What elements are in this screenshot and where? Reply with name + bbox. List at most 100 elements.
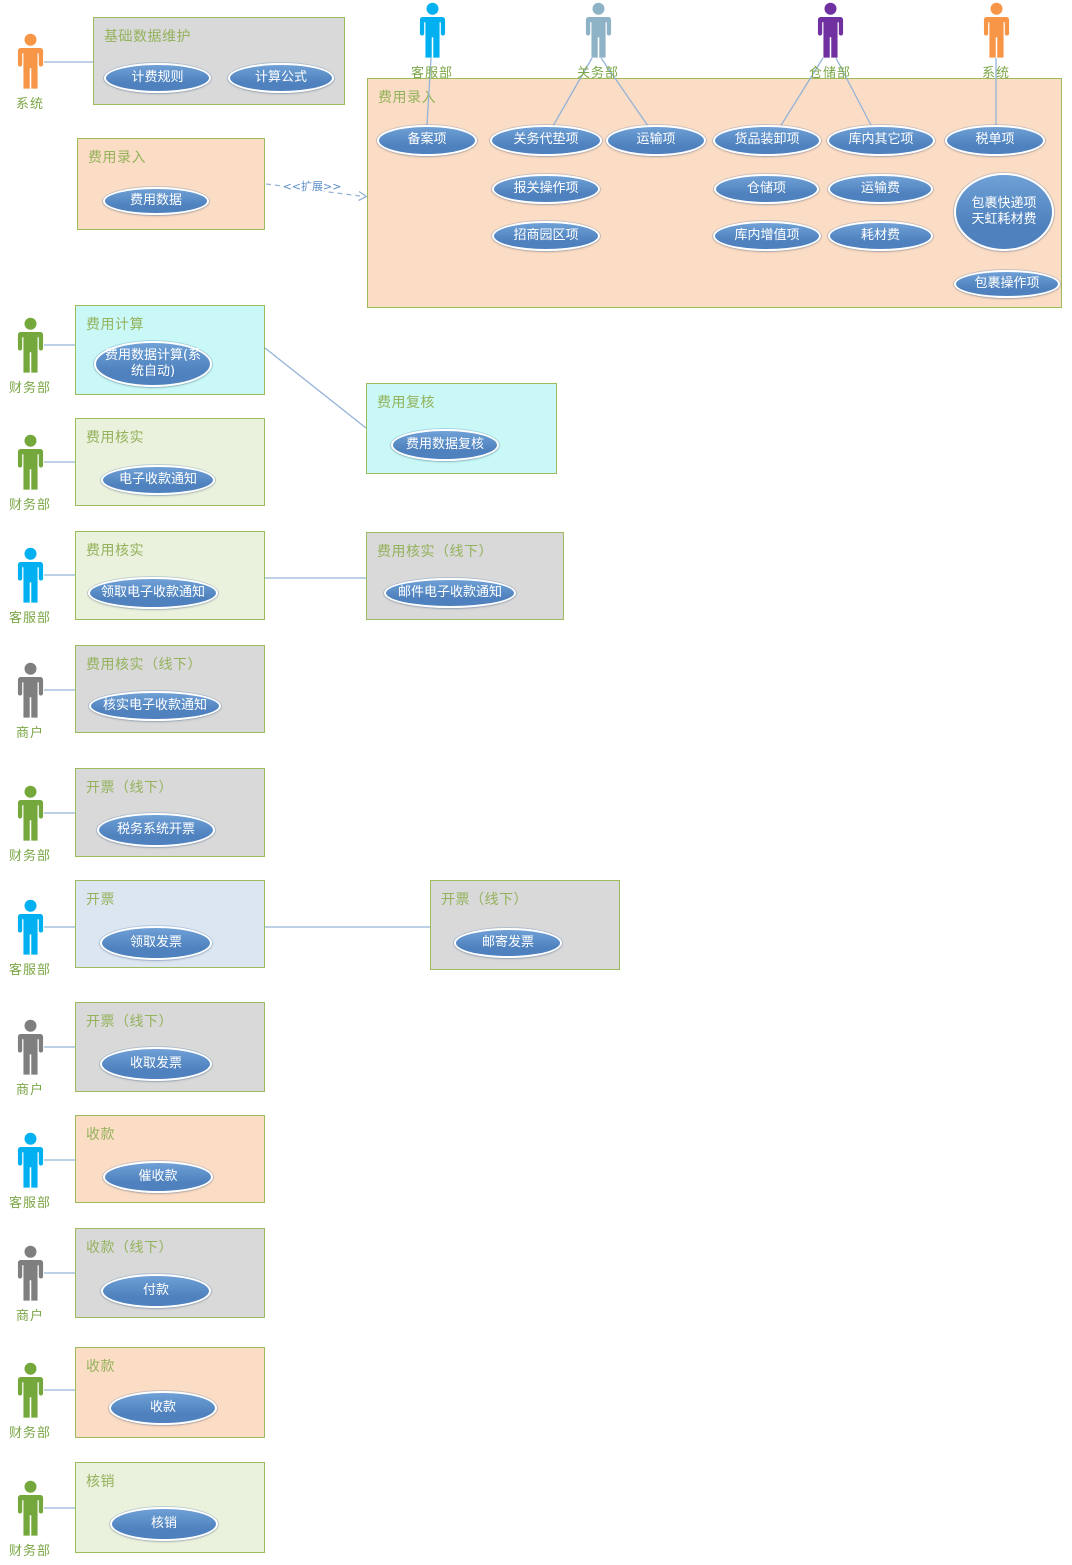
usecase-ellipse: 税单项 [945,125,1045,156]
package-title: 开票（线下） [86,780,173,796]
package-invoice-offline-mail: 开票（线下） 邮寄发票 [430,880,620,970]
usecase-ellipse: 邮件电子收款通知 [384,578,516,608]
extend-arrowhead [358,190,368,202]
person-icon [17,434,43,490]
package-title: 费用核实 [86,430,144,446]
actor-finance-dept-4: 财务部 [0,1362,65,1441]
package-title: 收款（线下） [86,1240,173,1256]
package-title: 费用计算 [86,317,144,333]
package-title: 核销 [86,1474,115,1490]
actor-finance-dept-2: 财务部 [0,434,65,513]
package-title: 基础数据维护 [104,29,191,45]
usecase-ellipse: 计算公式 [228,63,334,93]
person-icon [17,899,43,955]
person-icon [17,317,43,373]
package-invoice-offline-tax: 开票（线下） 税务系统开票 [75,768,265,857]
package-title: 费用复核 [377,395,435,411]
actor-label: 系统 [981,66,1010,81]
actor-label: 关务部 [576,66,619,81]
person-icon [17,1019,43,1075]
package-fee-verify-cs: 费用核实 领取电子收款通知 [75,531,265,620]
usecase-ellipse: 运输项 [606,125,706,156]
package-title: 费用核实 [86,543,144,559]
package-title: 收款 [86,1127,115,1143]
actor-label: 商户 [15,726,44,741]
actor-label: 财务部 [8,381,51,396]
person-icon [17,547,43,603]
person-icon [17,1132,43,1188]
person-icon [983,2,1009,58]
extend-dashed-line [265,183,361,197]
actor-merchant-2: 商户 [0,1019,65,1098]
person-icon [585,2,611,58]
package-title: 费用核实（线下） [377,544,493,560]
usecase-ellipse: 费用数据 [103,187,209,215]
package-base-data-maintenance: 基础数据维护 计费规则 计算公式 [93,17,345,105]
package-title: 费用录入 [378,90,436,106]
actor-finance-dept-1: 财务部 [0,317,65,396]
usecase-ellipse: 库内其它项 [827,125,935,156]
actor-label: 客服部 [8,963,51,978]
usecase-ellipse: 包裹操作项 [954,270,1060,298]
connector-line [264,347,367,429]
usecase-ellipse: 招商园区项 [492,221,600,251]
person-icon [17,1245,43,1301]
usecase-ellipse: 货品装卸项 [713,125,821,156]
usecase-ellipse: 收取发票 [100,1047,212,1081]
actor-label: 仓储部 [808,66,851,81]
usecase-ellipse: 收款 [109,1391,217,1425]
actor-label: 客服部 [8,611,51,626]
usecase-ellipse: 税务系统开票 [97,813,215,847]
actor-label: 客服部 [410,66,453,81]
package-collection-cs: 收款 催收款 [75,1115,265,1203]
usecase-ellipse: 邮寄发票 [454,928,562,958]
actor-label: 商户 [15,1309,44,1324]
usecase-ellipse: 费用数据复核 [391,429,499,461]
actor-label: 财务部 [8,498,51,513]
actor-finance-dept-5: 财务部 [0,1480,65,1559]
person-icon [817,2,843,58]
extend-stereotype-label: <<扩展>> [283,179,342,193]
actor-customs-dept: 关务部 [563,2,633,81]
actor-merchant-1: 商户 [0,662,65,741]
package-fee-verify-offline-merchant: 费用核实（线下） 核实电子收款通知 [75,645,265,733]
actor-label: 商户 [15,1083,44,1098]
package-title: 开票 [86,892,115,908]
package-title: 收款 [86,1359,115,1375]
package-fee-verify-finance: 费用核实 电子收款通知 [75,418,265,506]
usecase-ellipse: 电子收款通知 [101,465,215,495]
actor-label: 财务部 [8,1544,51,1559]
usecase-ellipse: 库内增值项 [713,221,821,251]
actor-label: 客服部 [8,1196,51,1211]
package-title: 费用核实（线下） [86,657,202,673]
usecase-ellipse: 领取发票 [100,926,212,960]
package-invoice: 开票 领取发票 [75,880,265,968]
usecase-ellipse: 核销 [110,1507,218,1541]
usecase-ellipse: 费用数据计算(系 统自动) [94,341,212,387]
package-invoice-offline-merchant: 开票（线下） 收取发票 [75,1002,265,1092]
person-icon [17,1362,43,1418]
usecase-ellipse: 报关操作项 [492,174,600,204]
actor-label: 财务部 [8,1426,51,1441]
usecase-ellipse: 付款 [101,1274,211,1308]
usecase-ellipse: 计费规则 [104,63,211,93]
usecase-ellipse: 备案项 [377,125,477,156]
person-icon [17,662,43,718]
package-title: 费用录入 [88,150,146,166]
package-fee-entry-small: 费用录入 费用数据 [77,138,265,230]
person-icon [419,2,445,58]
actor-system-top-right: 系统 [961,2,1031,81]
usecase-ellipse: 关务代垫项 [490,125,602,156]
actor-merchant-3: 商户 [0,1245,65,1324]
usecase-ellipse: 耗材费 [828,221,933,251]
actor-label: 系统 [15,97,44,112]
package-fee-calculation: 费用计算 费用数据计算(系 统自动) [75,305,265,395]
package-collection-finance: 收款 收款 [75,1347,265,1438]
person-icon [17,1480,43,1536]
package-collection-offline: 收款（线下） 付款 [75,1228,265,1318]
usecase-ellipse: 核实电子收款通知 [89,691,221,721]
package-title: 开票（线下） [441,892,528,908]
package-fee-review: 费用复核 费用数据复核 [366,383,557,474]
usecase-ellipse: 领取电子收款通知 [88,577,218,609]
